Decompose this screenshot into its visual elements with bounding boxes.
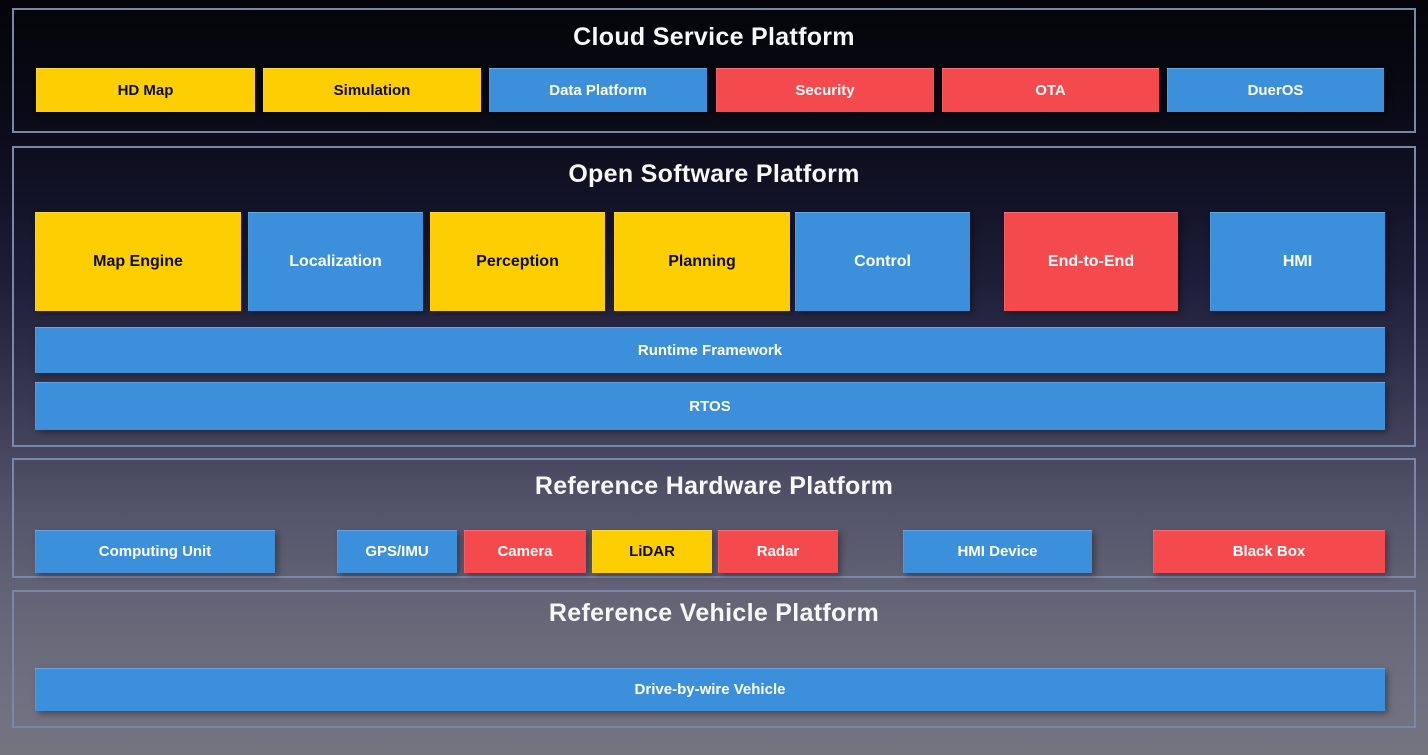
section-reference-hardware-platform: Reference Hardware Platform Computing Un… [12, 458, 1416, 578]
section-title: Open Software Platform [568, 160, 860, 188]
box-perception: Perception [430, 212, 605, 311]
box-simulation: Simulation [263, 68, 481, 112]
box-data-platform: Data Platform [489, 68, 707, 112]
box-black-box: Black Box [1153, 530, 1385, 573]
bar-drive-by-wire-vehicle: Drive-by-wire Vehicle [35, 668, 1385, 711]
box-hmi: HMI [1210, 212, 1385, 311]
section-cloud-service-platform: Cloud Service Platform HD Map Simulation… [12, 8, 1416, 133]
box-planning: Planning [614, 212, 790, 311]
bar-runtime-framework: Runtime Framework [35, 327, 1385, 373]
box-map-engine: Map Engine [35, 212, 241, 311]
box-hd-map: HD Map [36, 68, 255, 112]
box-localization: Localization [248, 212, 423, 311]
section-title: Reference Hardware Platform [534, 472, 894, 500]
section-reference-vehicle-platform: Reference Vehicle Platform Drive-by-wire… [12, 590, 1416, 728]
box-radar: Radar [718, 530, 838, 573]
box-hmi-device: HMI Device [903, 530, 1092, 573]
box-ota: OTA [942, 68, 1159, 112]
section-open-software-platform: Open Software Platform Map Engine Locali… [12, 146, 1416, 447]
box-camera: Camera [464, 530, 586, 573]
box-control: Control [795, 212, 970, 311]
box-end-to-end: End-to-End [1004, 212, 1178, 311]
box-computing-unit: Computing Unit [35, 530, 275, 573]
box-gps-imu: GPS/IMU [337, 530, 457, 573]
section-title: Reference Vehicle Platform [548, 599, 880, 627]
bar-rtos: RTOS [35, 382, 1385, 430]
box-dueros: DuerOS [1167, 68, 1384, 112]
box-lidar: LiDAR [592, 530, 712, 573]
box-security: Security [716, 68, 934, 112]
section-title: Cloud Service Platform [573, 23, 855, 51]
